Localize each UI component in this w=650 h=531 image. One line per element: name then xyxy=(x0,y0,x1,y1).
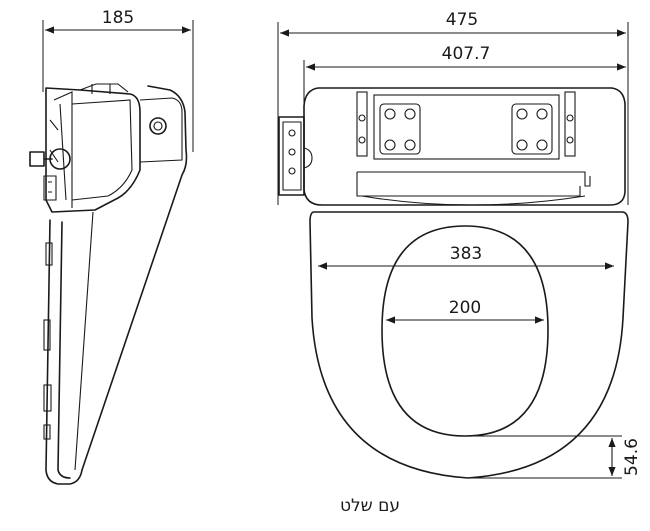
strip-bolt-1 xyxy=(358,114,366,122)
remote-button-1 xyxy=(288,129,296,137)
side-housing-inner xyxy=(53,91,133,208)
total-width-label: 475 xyxy=(446,10,478,30)
opening-width-label: 200 xyxy=(449,298,481,318)
strip-bolt-3 xyxy=(566,114,574,122)
side-knob-ball xyxy=(49,148,71,170)
remote-button-3 xyxy=(288,167,296,175)
strip-bolt-4 xyxy=(566,136,574,144)
top-remote-panel-inner xyxy=(282,121,302,191)
seat-opening xyxy=(381,225,549,437)
bolt-l3 xyxy=(384,139,396,151)
seat-outline xyxy=(309,211,629,479)
top-hinge-bar-line xyxy=(361,195,586,206)
bolt-r4 xyxy=(536,139,548,151)
caption: עם שלט xyxy=(339,496,401,516)
side-lid-profile xyxy=(45,85,188,485)
side-knob xyxy=(29,151,53,167)
side-lid-inner-edge xyxy=(57,221,71,479)
seat-width-label: 383 xyxy=(450,244,482,264)
top-rear-housing xyxy=(303,87,626,206)
hinge-strip-right-1 xyxy=(564,91,576,157)
side-lid-inner-line xyxy=(74,211,94,471)
side-feature-2 xyxy=(43,319,51,351)
hinge-pad-left xyxy=(379,103,421,155)
side-hinge-block xyxy=(139,97,183,163)
bolt-r2 xyxy=(536,108,548,120)
bolt-l2 xyxy=(404,108,416,120)
side-feature-1 xyxy=(45,242,53,266)
strip-bolt-2 xyxy=(358,136,366,144)
side-depth-label: 185 xyxy=(102,8,134,28)
bolt-r3 xyxy=(516,139,528,151)
side-view: 185 xyxy=(29,8,194,485)
side-hinge-bolt xyxy=(149,117,167,135)
side-housing-stripes xyxy=(49,103,67,201)
top-view: 475 407.7 xyxy=(277,10,642,479)
side-bracket xyxy=(43,175,57,201)
side-hinge-bolt-inner xyxy=(153,121,163,131)
side-housing-top xyxy=(79,83,129,94)
front-margin-label: 54.6 xyxy=(622,438,642,476)
side-feature-4 xyxy=(43,424,51,440)
hinge-pad-right xyxy=(511,103,553,155)
hinge-plate xyxy=(373,94,560,160)
remote-button-2 xyxy=(288,148,296,156)
remote-connector xyxy=(303,147,313,169)
bolt-l1 xyxy=(384,108,396,120)
side-feature-3 xyxy=(43,384,52,412)
bolt-l4 xyxy=(404,139,416,151)
top-hinge-bar xyxy=(356,171,591,197)
bolt-r1 xyxy=(516,108,528,120)
top-remote-panel xyxy=(278,116,305,196)
side-housing xyxy=(45,87,141,213)
body-width-label: 407.7 xyxy=(442,44,491,64)
hinge-strip-left-1 xyxy=(356,91,368,157)
